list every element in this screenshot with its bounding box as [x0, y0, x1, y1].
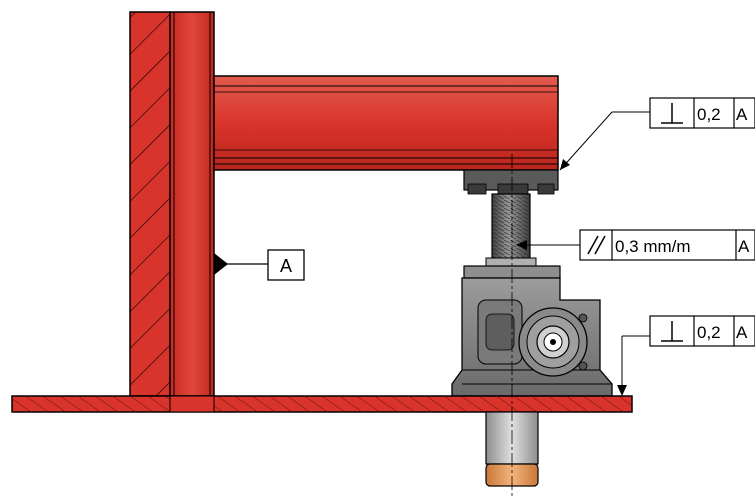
perpendicularity-icon [661, 103, 683, 124]
tolerance-value: 0,2 [697, 323, 721, 342]
perpendicularity-icon [661, 321, 683, 342]
horizontal-beam [213, 75, 559, 171]
tolerance-value: 0,3 mm/m [615, 237, 691, 256]
perpendicularity-frame-base: 0,2 A [617, 315, 755, 396]
tolerance-datum: A [736, 323, 748, 342]
column-flange [169, 11, 215, 397]
perpendicularity-frame-top: 0,2 A [559, 97, 755, 171]
tolerance-value: 0,2 [697, 105, 721, 124]
column-section-hatch [130, 12, 170, 396]
top-flange [463, 169, 559, 195]
parallelism-frame: 0,3 mm/m A [516, 229, 755, 261]
tolerance-datum: A [736, 105, 748, 124]
tolerance-datum: A [738, 237, 750, 256]
vertical-column [129, 11, 215, 397]
datum-a-label: A [280, 256, 292, 276]
lifting-screw [485, 193, 537, 267]
base-plate [11, 395, 633, 413]
datum-a-symbol: A [214, 249, 305, 281]
worm-gearbox [451, 265, 613, 397]
parallelism-icon [587, 235, 606, 255]
